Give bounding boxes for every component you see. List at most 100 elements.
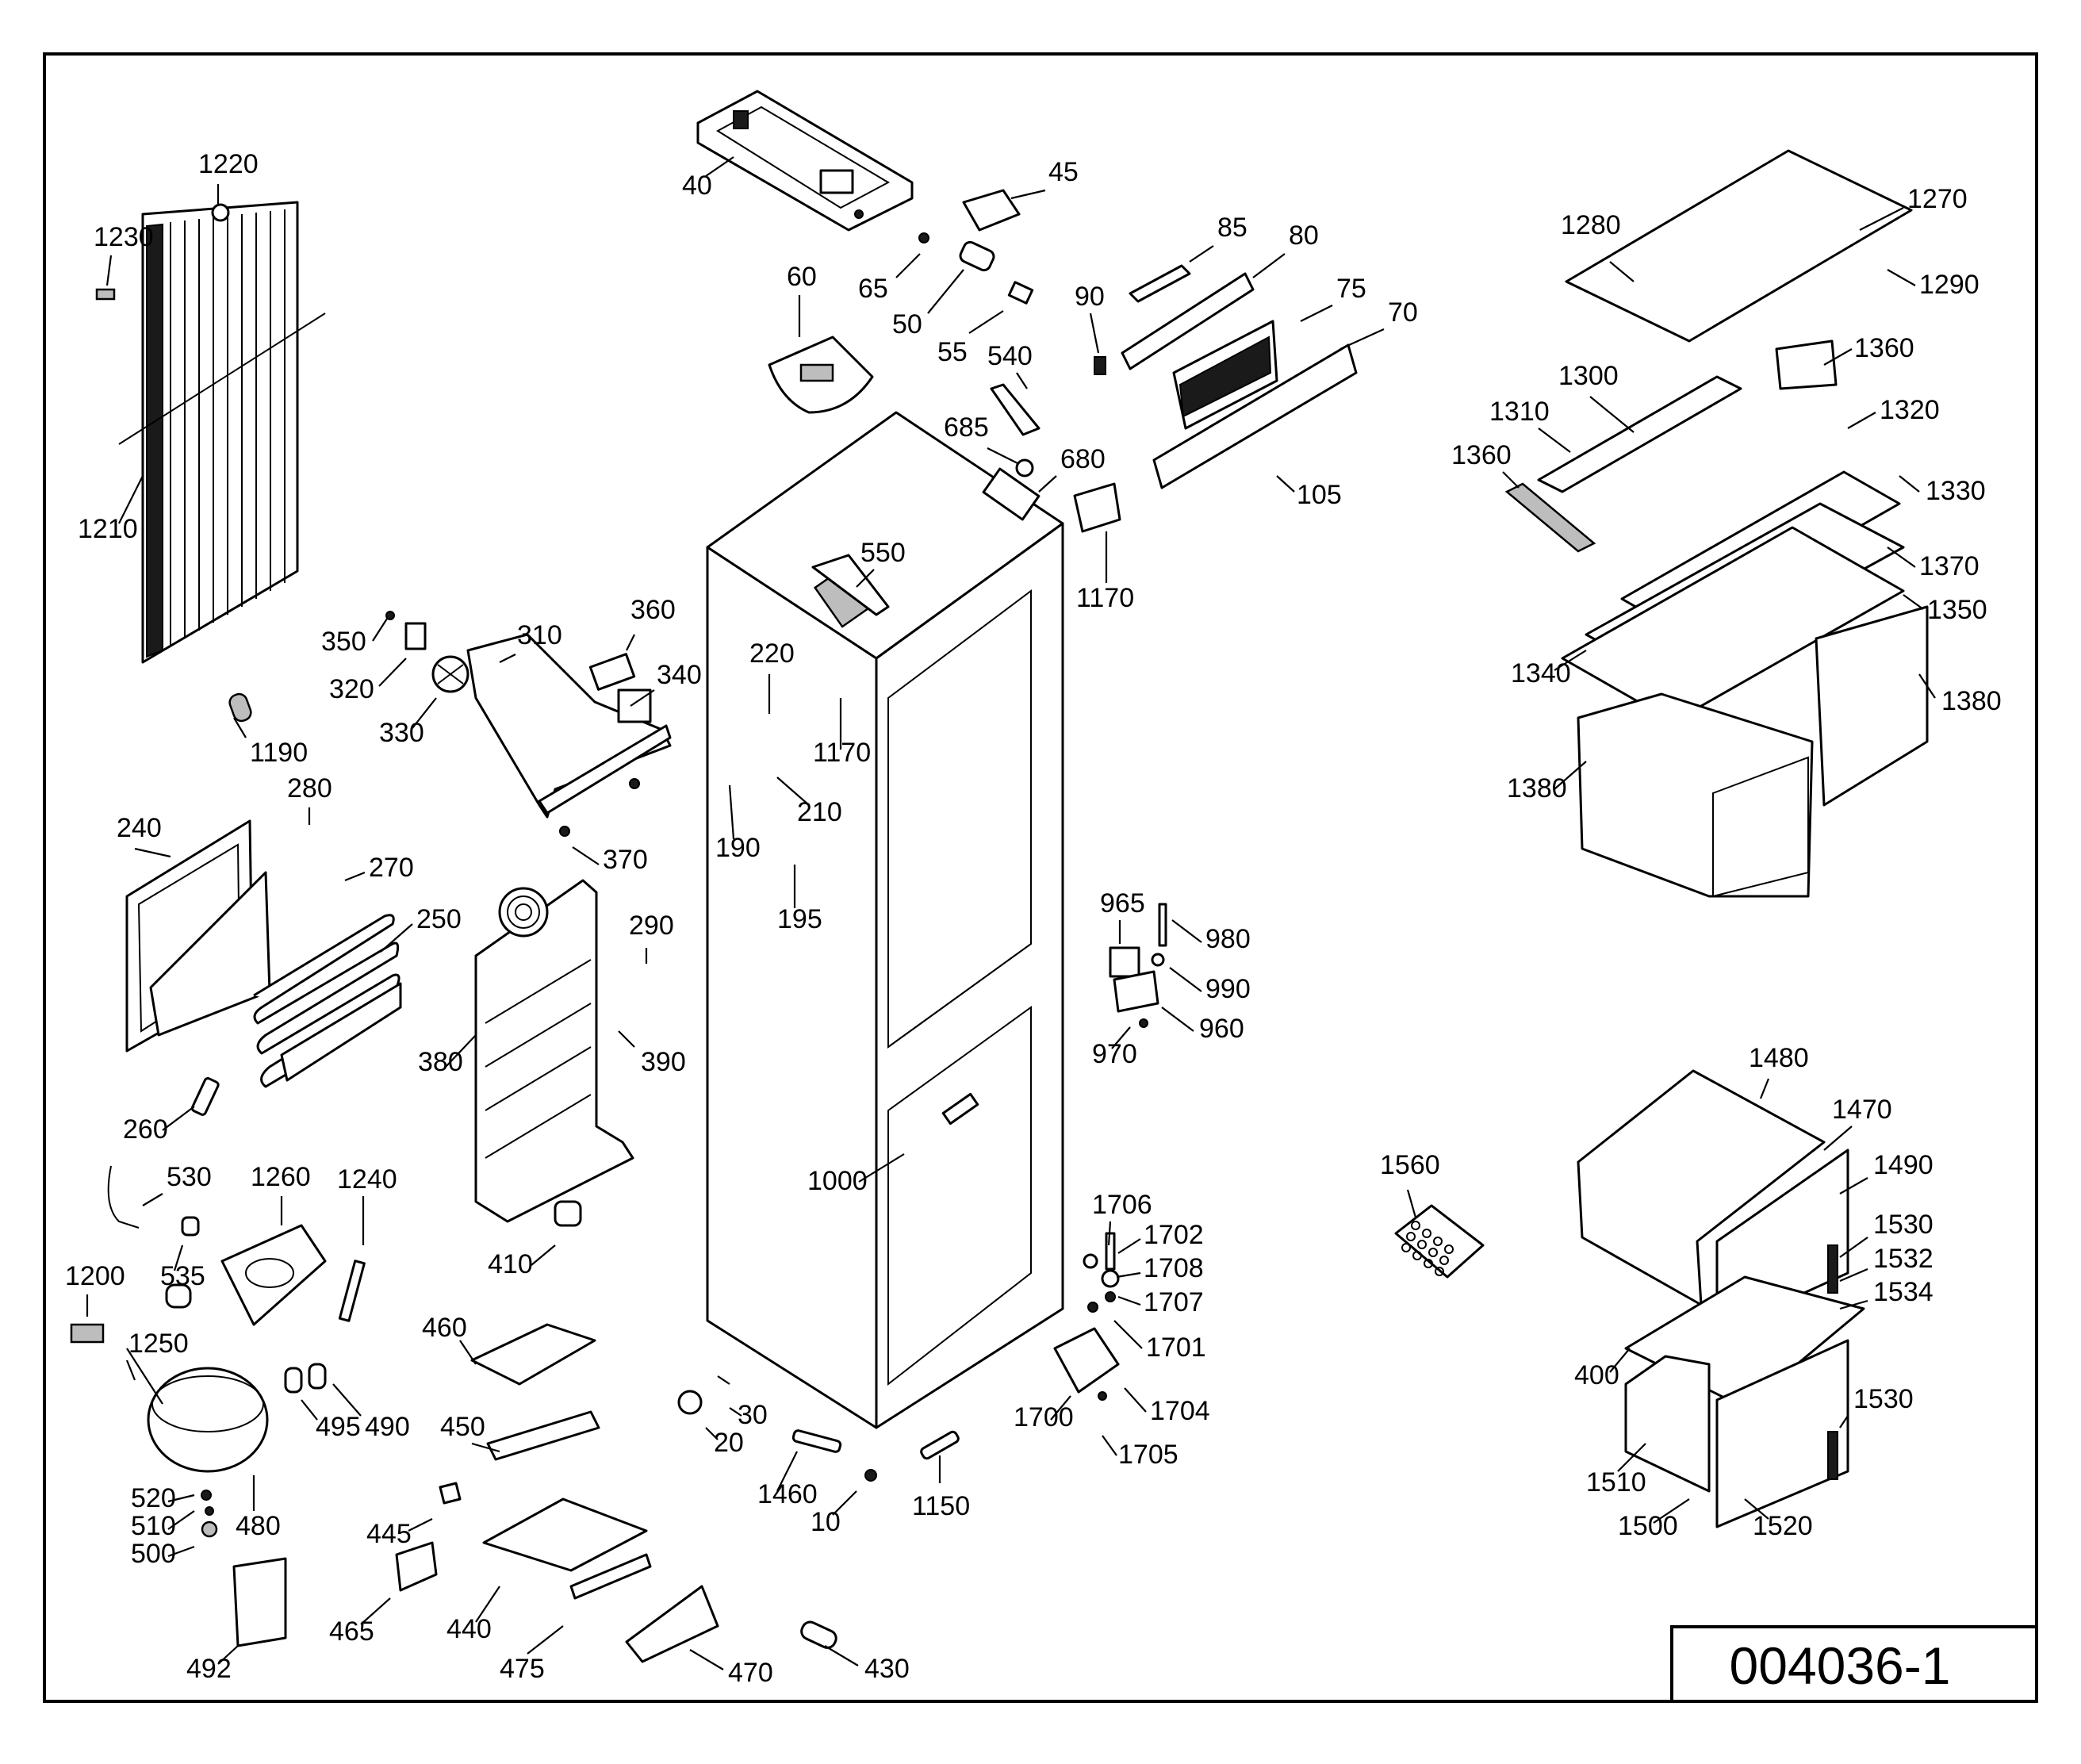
leader-line <box>1859 207 1904 231</box>
callout-label: 535 <box>160 1261 205 1291</box>
callout-85: 85 <box>1189 213 1247 263</box>
callout-label: 1200 <box>65 1261 125 1291</box>
leader-line <box>1609 261 1635 282</box>
callout-label: 685 <box>944 412 989 443</box>
callout-label: 1706 <box>1092 1190 1152 1220</box>
callout-label: 1704 <box>1150 1396 1210 1426</box>
leader-line <box>1744 1498 1769 1520</box>
leader-line <box>475 1586 500 1623</box>
callout-965: 965 <box>1100 888 1145 944</box>
callout-label: 1230 <box>94 222 154 252</box>
callout-label: 1170 <box>813 738 871 768</box>
callout-55: 55 <box>937 310 1004 367</box>
leader-line <box>1124 1387 1147 1413</box>
callout-75: 75 <box>1300 274 1366 322</box>
leader-line <box>167 1545 195 1558</box>
callout-label: 310 <box>517 620 562 650</box>
callout-label: 990 <box>1205 974 1251 1004</box>
callout-1500: 1500 <box>1618 1498 1690 1541</box>
callout-685: 685 <box>944 412 1020 465</box>
callout-980: 980 <box>1171 919 1251 954</box>
leader-line <box>1887 269 1916 286</box>
callout-label: 1000 <box>807 1166 868 1196</box>
callout-370: 370 <box>572 845 648 875</box>
leader-line <box>1116 1271 1141 1279</box>
callout-label: 970 <box>1092 1039 1137 1069</box>
callout-label: 1210 <box>78 514 138 544</box>
leader-line <box>776 777 810 806</box>
callout-label: 530 <box>167 1162 212 1192</box>
callout-260: 260 <box>123 1106 195 1145</box>
callout-1340: 1340 <box>1511 650 1587 688</box>
callout-320: 320 <box>329 658 407 704</box>
callout-280: 280 <box>287 773 332 825</box>
callout-label: 1470 <box>1832 1095 1892 1125</box>
leader-line <box>1502 471 1520 489</box>
callout-40: 40 <box>682 156 734 201</box>
callout-50: 50 <box>892 269 964 339</box>
callout-1310: 1310 <box>1489 397 1571 453</box>
callout-1200: 1200 <box>65 1261 125 1317</box>
callout-500: 500 <box>131 1539 195 1569</box>
leader-line <box>776 1451 798 1492</box>
callout-1360a: 1360 <box>1823 333 1914 366</box>
callout-label: 1707 <box>1144 1287 1204 1317</box>
callout-label: 410 <box>488 1249 533 1279</box>
callout-label: 680 <box>1060 444 1106 474</box>
callout-480: 480 <box>236 1475 281 1541</box>
callout-label: 510 <box>131 1511 176 1541</box>
callout-label: 320 <box>329 674 374 704</box>
leader-line <box>167 1494 195 1503</box>
ice-cell <box>1417 1240 1427 1249</box>
callout-1170b: 1170 <box>813 698 871 768</box>
leader-line <box>380 923 413 953</box>
callout-360: 360 <box>626 595 676 651</box>
callout-label: 30 <box>738 1400 768 1430</box>
callout-1532: 1532 <box>1839 1244 1933 1283</box>
cabinet <box>706 411 1064 1429</box>
callout-492: 492 <box>186 1645 239 1684</box>
callout-label: 280 <box>287 773 332 803</box>
leader-line <box>142 1193 163 1206</box>
leader-line <box>1653 1498 1690 1524</box>
leader-line <box>1300 305 1333 322</box>
callout-label: 85 <box>1217 213 1247 243</box>
callout-label: 1170 <box>1076 583 1134 613</box>
callout-label: 980 <box>1205 924 1251 954</box>
leader-line <box>1589 396 1635 433</box>
callout-350: 350 <box>321 618 388 657</box>
callout-1380b: 1380 <box>1507 761 1587 803</box>
callout-label: 1360 <box>1854 333 1914 363</box>
leader-line <box>1538 428 1571 453</box>
callout-label: 400 <box>1574 1360 1619 1390</box>
leader-line <box>408 1518 433 1532</box>
callout-475: 475 <box>500 1625 564 1684</box>
leader-line <box>927 269 964 314</box>
callout-540: 540 <box>987 341 1033 389</box>
callout-label: 40 <box>682 171 712 201</box>
callout-1510: 1510 <box>1586 1443 1646 1497</box>
evaporator-cover <box>125 819 271 1053</box>
callout-465: 465 <box>329 1597 391 1647</box>
leader-line <box>1189 245 1214 263</box>
callout-430: 430 <box>824 1645 910 1684</box>
callout-1560: 1560 <box>1380 1150 1440 1218</box>
callout-1490: 1490 <box>1839 1150 1933 1195</box>
callout-label: 105 <box>1297 480 1342 510</box>
callout-label: 1240 <box>337 1164 397 1195</box>
leader-line <box>705 1427 719 1440</box>
callout-label: 480 <box>236 1511 281 1541</box>
leader-line <box>858 1153 905 1183</box>
callout-70: 70 <box>1339 297 1418 351</box>
callout-1330: 1330 <box>1899 475 1986 506</box>
leader-line <box>1839 1267 1868 1283</box>
leader-line <box>832 1490 857 1516</box>
leader-line <box>531 1244 556 1266</box>
callout-label: 1350 <box>1927 595 1987 625</box>
callout-label: 1380 <box>1941 686 2002 716</box>
leader-line <box>968 310 1004 334</box>
cabinet-bottom-parts <box>717 1375 960 1482</box>
callout-290: 290 <box>629 911 674 964</box>
leader-line <box>824 1645 859 1666</box>
callout-label: 50 <box>892 309 922 339</box>
